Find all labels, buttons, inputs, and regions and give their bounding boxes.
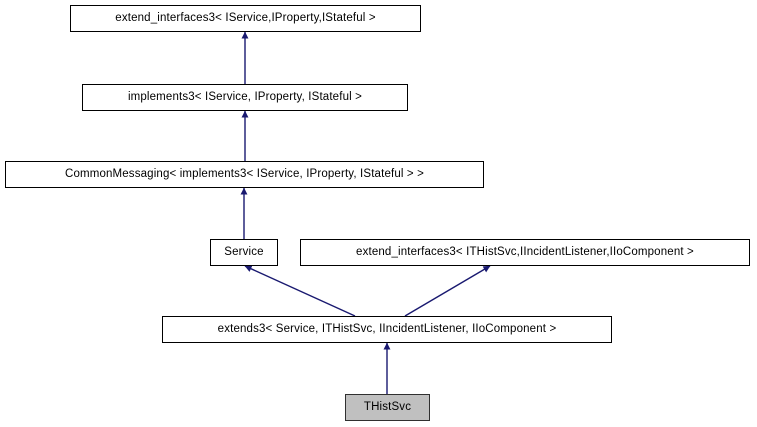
edge-extends3-to-extend-interfaces3-thistsvc xyxy=(404,265,491,317)
class-node-label: CommonMessaging< implements3< IService, … xyxy=(64,167,425,180)
edge-extends3-to-service xyxy=(244,265,356,317)
class-node-extend-interfaces3-ithistsvc[interactable]: extend_interfaces3< ITHistSvc,IIncidentL… xyxy=(300,239,750,266)
class-node-label: extend_interfaces3< ITHistSvc,IIncidentL… xyxy=(356,245,694,258)
class-node-label: THistSvc xyxy=(363,400,412,413)
class-node-label: extends3< Service, ITHistSvc, IIncidentL… xyxy=(217,322,557,335)
class-node-extend-interfaces3-iservice[interactable]: extend_interfaces3< IService,IProperty,I… xyxy=(70,5,421,32)
class-node-label: implements3< IService, IProperty, IState… xyxy=(127,90,363,103)
class-node-label: extend_interfaces3< IService,IProperty,I… xyxy=(115,11,376,24)
class-node-service[interactable]: Service xyxy=(210,239,278,266)
class-node-extends3-service[interactable]: extends3< Service, ITHistSvc, IIncidentL… xyxy=(162,316,612,343)
class-node-implements3-iservice[interactable]: implements3< IService, IProperty, IState… xyxy=(82,84,408,111)
class-node-commonmessaging[interactable]: CommonMessaging< implements3< IService, … xyxy=(5,161,484,188)
class-node-label: Service xyxy=(224,245,264,258)
class-node-thistsvc[interactable]: THistSvc xyxy=(345,394,430,421)
